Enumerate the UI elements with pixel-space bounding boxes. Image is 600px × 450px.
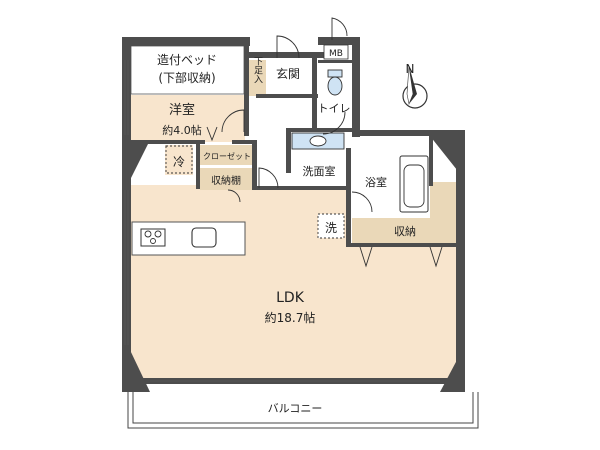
balcony bbox=[127, 392, 479, 429]
labels: 造付ベッド (下部収納) 洋室 約4.0帖 下足入 玄関 MB トイレ 冷 クロ… bbox=[157, 44, 416, 415]
storage-label: 収納 bbox=[394, 225, 416, 238]
balcony-rail bbox=[132, 392, 474, 424]
wall bbox=[244, 44, 249, 136]
burner-icon bbox=[154, 230, 162, 238]
column bbox=[122, 140, 150, 180]
ldk-size: 約18.7帖 bbox=[265, 310, 316, 325]
compass-needle-icon bbox=[406, 65, 414, 106]
storage-shelf-label: 収納棚 bbox=[211, 174, 241, 187]
wall bbox=[456, 130, 465, 392]
burner-icon bbox=[144, 230, 152, 238]
burner-icon bbox=[150, 238, 156, 244]
door-swing bbox=[322, 111, 346, 135]
compass bbox=[402, 65, 428, 109]
wall bbox=[318, 37, 360, 45]
stove-icon bbox=[140, 228, 166, 247]
wall bbox=[122, 37, 250, 46]
toilet-tank-icon bbox=[327, 69, 343, 78]
washbasin-icon bbox=[309, 135, 327, 147]
ldk-label: LDK bbox=[276, 290, 305, 306]
windows bbox=[124, 60, 440, 382]
door-swing bbox=[276, 35, 300, 59]
side-storage-area bbox=[430, 182, 460, 218]
balcony-label: バルコニー bbox=[268, 402, 323, 415]
wall bbox=[352, 37, 360, 137]
fridge-niche bbox=[165, 145, 193, 175]
western-room-size: 約4.0帖 bbox=[162, 123, 202, 137]
washer-label: 洗 bbox=[325, 221, 337, 235]
column bbox=[122, 350, 150, 392]
door-swing bbox=[258, 167, 279, 189]
column bbox=[440, 345, 465, 392]
door-swing bbox=[351, 191, 373, 213]
bathtub-inner-icon bbox=[403, 164, 425, 208]
fridge-label: 冷 bbox=[173, 155, 185, 169]
shoe-storage-area bbox=[249, 60, 266, 96]
storage-area bbox=[352, 218, 458, 245]
toilet-label: トイレ bbox=[318, 102, 351, 115]
column bbox=[430, 136, 465, 180]
sliding-door-marker bbox=[359, 246, 373, 268]
wall bbox=[130, 140, 205, 144]
compass-north-label: N bbox=[406, 62, 415, 76]
washroom-label: 洗面室 bbox=[303, 164, 336, 178]
door-swing bbox=[227, 189, 241, 203]
compass-needle-icon bbox=[409, 66, 417, 104]
western-room-area bbox=[130, 92, 245, 142]
sliding-door-marker bbox=[206, 126, 218, 142]
wall bbox=[196, 143, 200, 189]
wall bbox=[352, 130, 462, 136]
wall bbox=[318, 60, 352, 63]
wall bbox=[346, 148, 351, 243]
mb-box bbox=[323, 44, 349, 60]
balcony-outline bbox=[127, 392, 479, 429]
storage-shelf-area bbox=[200, 168, 255, 190]
wall bbox=[346, 243, 458, 247]
wall bbox=[318, 42, 352, 45]
built-in-bed-area bbox=[130, 45, 245, 95]
bed-label: 造付ベッド bbox=[157, 53, 217, 67]
western-room-label: 洋室 bbox=[169, 102, 195, 118]
fixtures bbox=[130, 45, 429, 256]
wall bbox=[429, 136, 433, 186]
door-swing bbox=[221, 109, 245, 133]
mb-label: MB bbox=[329, 49, 343, 59]
wall bbox=[256, 94, 318, 98]
toilet-bowl-icon bbox=[327, 76, 343, 96]
washer-space bbox=[317, 213, 345, 239]
wall bbox=[245, 52, 325, 58]
door-swing bbox=[331, 17, 348, 40]
wall bbox=[252, 186, 348, 190]
ldk-area bbox=[130, 185, 460, 380]
doors bbox=[206, 17, 443, 268]
closet-label: クローゼット bbox=[203, 151, 251, 161]
bed-sub-label: (下部収納) bbox=[158, 70, 215, 85]
sliding-door-marker bbox=[429, 246, 443, 268]
wall bbox=[252, 140, 257, 188]
bathroom-label: 浴室 bbox=[365, 175, 387, 189]
fridge-space bbox=[165, 145, 193, 174]
wall bbox=[286, 128, 291, 173]
wall bbox=[312, 56, 317, 132]
kitchen-sink-icon bbox=[191, 227, 217, 248]
wall bbox=[122, 37, 131, 392]
shoe-storage-label: 下足入 bbox=[252, 57, 263, 84]
wall bbox=[287, 128, 353, 132]
entrance-label: 玄関 bbox=[276, 66, 300, 81]
closet-area bbox=[200, 145, 255, 165]
wall bbox=[232, 140, 257, 144]
